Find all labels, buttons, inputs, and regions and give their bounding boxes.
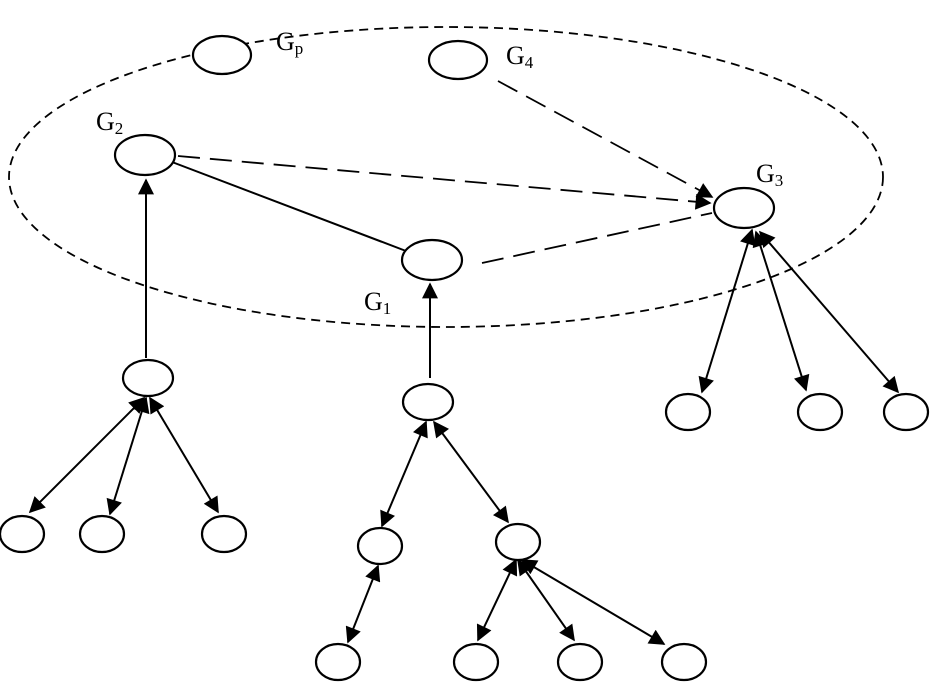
edge-left-parent-leaf3 xyxy=(149,396,219,514)
label-g4: G4 xyxy=(506,41,534,72)
node-right-leaf-1 xyxy=(664,392,712,432)
node-mid-leaf-1 xyxy=(314,642,362,682)
node-mid-parent xyxy=(401,382,455,422)
node-left-leaf-3 xyxy=(200,514,248,554)
edge-child-b-leaf3 xyxy=(520,559,666,645)
node-mid-child-b xyxy=(494,522,542,562)
node-mid-leaf-2 xyxy=(452,642,500,682)
label-gp: Gp xyxy=(276,27,303,58)
label-g2: G2 xyxy=(96,107,123,138)
edge-g3-leaf1 xyxy=(698,228,756,394)
node-g4 xyxy=(427,39,489,81)
node-gp xyxy=(191,34,253,76)
node-left-leaf-1 xyxy=(0,514,46,554)
node-left-leaf-2 xyxy=(78,514,126,554)
node-g3 xyxy=(712,186,776,230)
label-g3: G3 xyxy=(756,159,783,190)
node-g1 xyxy=(400,238,464,282)
edge-child-b-leaf1 xyxy=(476,558,518,642)
node-left-parent xyxy=(121,358,175,398)
dashed-edge-g2-g3 xyxy=(177,155,712,210)
edge-left-parent-leaf2 xyxy=(106,396,150,516)
edge-mid-parent-child-a xyxy=(380,420,428,528)
dashed-edge-g1-g3 xyxy=(481,212,713,264)
edge-child-a-leaf xyxy=(345,564,381,644)
node-mid-leaf-4 xyxy=(660,642,708,682)
node-right-leaf-3 xyxy=(882,392,930,432)
node-right-leaf-2 xyxy=(796,392,844,432)
node-mid-child-a xyxy=(356,526,404,566)
node-g2 xyxy=(113,133,177,177)
top-level-group-boundary xyxy=(8,26,884,328)
node-mid-leaf-3 xyxy=(556,642,604,682)
edge-g2-g1 xyxy=(171,161,407,252)
edge-mid-parent-child-b xyxy=(433,420,509,524)
edge-g3-leaf3 xyxy=(758,230,900,394)
label-g1: G1 xyxy=(364,287,391,318)
dashed-edge-g4-g3 xyxy=(497,80,714,198)
edge-left-parent-leaf1 xyxy=(28,396,146,514)
edge-child-b-leaf2 xyxy=(517,558,575,642)
